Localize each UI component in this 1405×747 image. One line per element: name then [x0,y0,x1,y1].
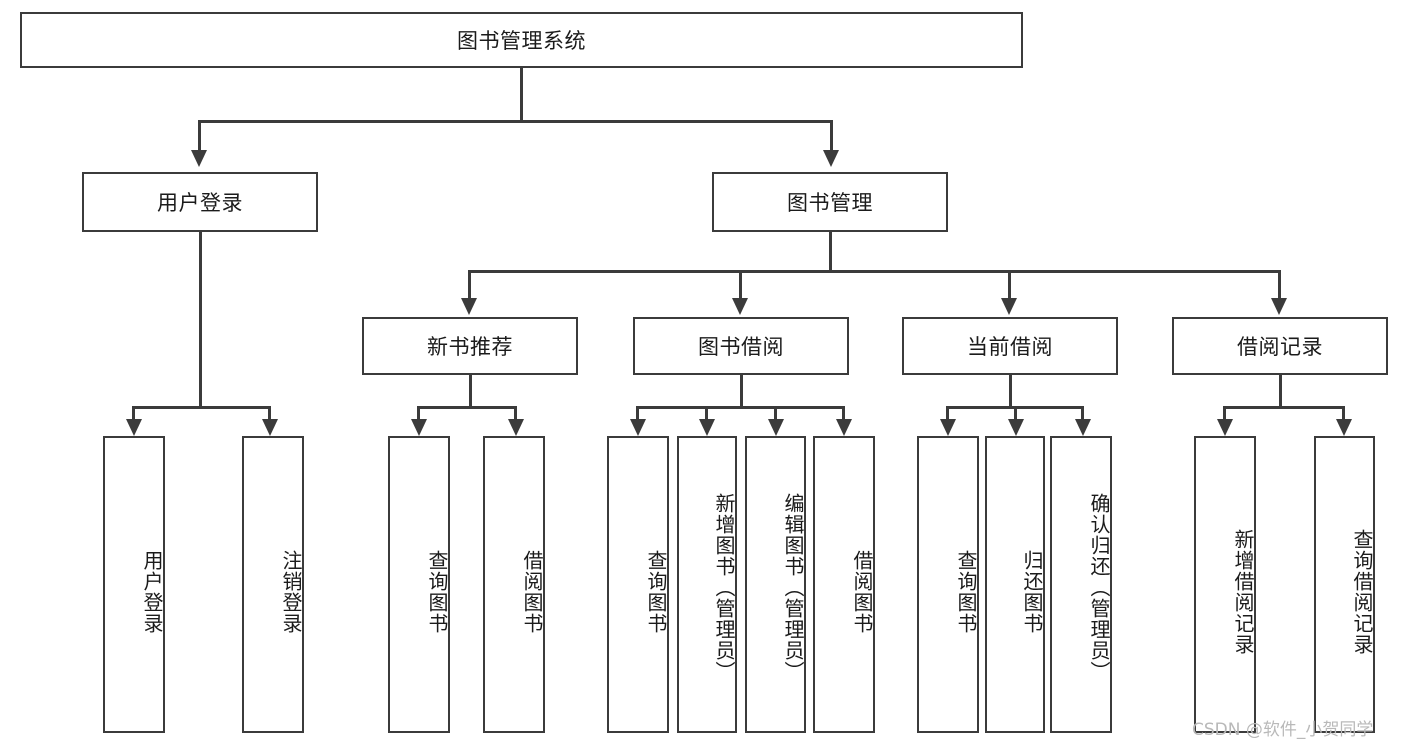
node-label: 当前借阅 [967,335,1053,359]
arrow-leaf-confirm-return [1075,419,1091,436]
node-label: 图书借阅 [698,335,784,359]
node-label: 借阅图书 [520,549,544,634]
node-book-management[interactable]: 图书管理 [712,172,948,232]
node-label: 图书管理 [787,191,873,215]
arrow-leaf-query-record [1336,419,1352,436]
arrow-leaf-user-login [126,419,142,436]
edge-book-borrow-span [636,406,844,409]
edge-cb-3 [1081,406,1084,419]
node-label: 查询借阅记录 [1350,528,1374,655]
arrow-to-book-manage [823,150,839,167]
leaf-query-borrow-record[interactable]: 查询借阅记录 [1314,436,1375,733]
node-new-book-recommend[interactable]: 新书推荐 [362,317,578,375]
node-label: 新增图书（管理员） [712,493,736,682]
arrow-leaf-edit-book [768,419,784,436]
leaf-query-book-borrow[interactable]: 查询图书 [607,436,669,733]
edge-book-borrow-down [740,375,743,406]
leaf-add-book-admin[interactable]: 新增图书（管理员） [677,436,737,733]
arrow-to-new-book-rec [461,298,477,315]
edge-bb-3 [774,406,777,419]
leaf-borrow-book-newbook[interactable]: 借阅图书 [483,436,545,733]
edge-root-span [198,120,832,123]
leaf-user-login[interactable]: 用户登录 [103,436,165,733]
edge-user-login-right [268,406,271,419]
edge-br-right [1342,406,1345,419]
node-label: 查询图书 [954,549,978,634]
arrow-to-current-borrow [1001,298,1017,315]
arrow-leaf-return-book [1008,419,1024,436]
leaf-add-borrow-record[interactable]: 新增借阅记录 [1194,436,1256,733]
edge-cb-2 [1014,406,1017,419]
csdn-watermark: CSDN @软件_小贺同学 [1192,720,1374,740]
edge-bb-2 [705,406,708,419]
node-user-login[interactable]: 用户登录 [82,172,318,232]
edge-user-login-down [199,232,202,406]
arrow-leaf-query-book-1 [411,419,427,436]
edge-nbr-right [514,406,517,419]
arrow-leaf-borrow-book-1 [508,419,524,436]
arrow-leaf-query-book-2 [630,419,646,436]
node-label: 图书管理系统 [457,29,586,53]
node-label: 用户登录 [157,191,243,215]
edge-to-new-book-rec [468,270,471,298]
node-label: 归还图书 [1020,549,1044,634]
edge-to-user-login [198,120,201,150]
arrow-leaf-logout [262,419,278,436]
arrow-to-borrow-record [1271,298,1287,315]
node-label: 借阅图书 [850,549,874,634]
edge-to-book-borrow [739,270,742,298]
node-borrow-record[interactable]: 借阅记录 [1172,317,1388,375]
edge-root-down [520,68,523,120]
edge-cb-1 [946,406,949,419]
leaf-logout[interactable]: 注销登录 [242,436,304,733]
edge-book-manage-down [829,232,832,270]
node-current-borrow[interactable]: 当前借阅 [902,317,1118,375]
node-label: 新增借阅记录 [1231,528,1255,655]
edge-br-left [1223,406,1226,419]
leaf-query-book-current[interactable]: 查询图书 [917,436,979,733]
edge-bb-1 [636,406,639,419]
edge-current-borrow-down [1009,375,1012,406]
node-label: 确认归还（管理员） [1087,493,1111,682]
edge-borrow-record-down [1279,375,1282,406]
leaf-borrow-book[interactable]: 借阅图书 [813,436,875,733]
edge-book-manage-span [468,270,1280,273]
arrow-leaf-query-book-3 [940,419,956,436]
edge-to-current-borrow [1008,270,1011,298]
edge-user-login-left [132,406,135,419]
edge-to-borrow-record [1278,270,1281,298]
arrow-leaf-add-book [699,419,715,436]
leaf-confirm-return-admin[interactable]: 确认归还（管理员） [1050,436,1112,733]
node-root-system[interactable]: 图书管理系统 [20,12,1023,68]
arrow-leaf-add-record [1217,419,1233,436]
edge-new-book-rec-span [417,406,516,409]
edge-bb-4 [842,406,845,419]
edge-nbr-left [417,406,420,419]
node-label: 编辑图书（管理员） [781,493,805,682]
node-label: 注销登录 [279,549,303,634]
arrow-leaf-borrow-book-2 [836,419,852,436]
node-label: 用户登录 [140,549,164,634]
arrow-to-user-login [191,150,207,167]
node-label: 查询图书 [425,549,449,634]
node-label: 借阅记录 [1237,335,1323,359]
edge-new-book-rec-down [469,375,472,406]
edge-user-login-span [132,406,268,409]
leaf-return-book[interactable]: 归还图书 [985,436,1045,733]
node-label: 查询图书 [644,549,668,634]
node-book-borrow[interactable]: 图书借阅 [633,317,849,375]
edge-to-book-manage [830,120,833,150]
node-label: 新书推荐 [427,335,513,359]
leaf-edit-book-admin[interactable]: 编辑图书（管理员） [745,436,806,733]
arrow-to-book-borrow [732,298,748,315]
edge-borrow-record-span [1223,406,1344,409]
leaf-query-book-newbook[interactable]: 查询图书 [388,436,450,733]
